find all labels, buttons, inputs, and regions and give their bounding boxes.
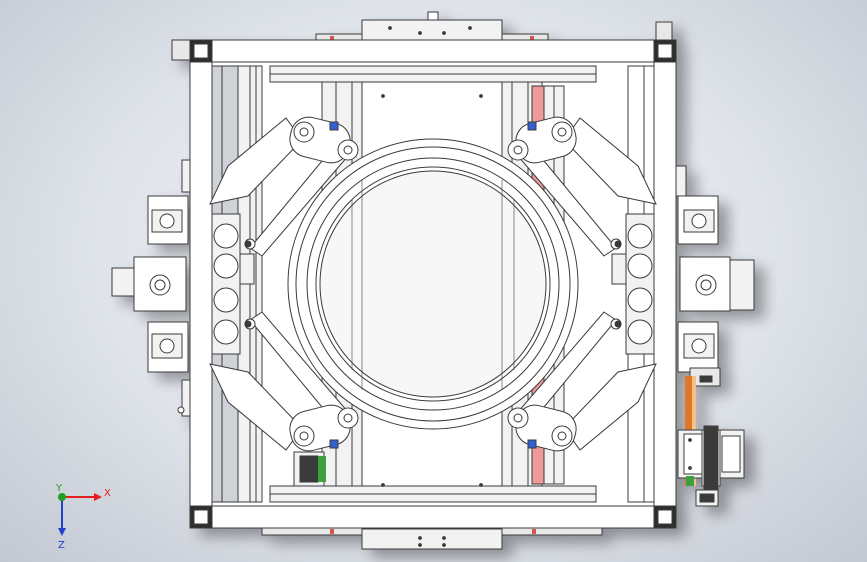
bottom-left-coupling (293, 451, 326, 487)
triad-z-label: Z (58, 540, 65, 551)
triad-y-label: Y (55, 483, 63, 494)
clamp-arm-bottom-left (209, 311, 359, 452)
triad-z-arrowhead (58, 528, 66, 536)
clamp-arm-top-right (507, 116, 657, 257)
clamp-arm-bottom-right (507, 311, 657, 452)
clamp-arm-top-left (209, 116, 359, 257)
machine-assembly (111, 11, 755, 550)
triad-x-label: X (104, 488, 111, 499)
right-side-brackets (655, 21, 755, 373)
red-marker (530, 36, 534, 41)
red-marker (330, 36, 334, 41)
red-marker (532, 529, 536, 534)
triad-x-arrowhead (94, 493, 102, 501)
left-side-brackets (111, 39, 195, 417)
top-mount-plate (315, 11, 549, 43)
coordinate-triad: X Y Z (55, 483, 111, 551)
bottom-mount-plate (261, 526, 603, 550)
right-roller-stack (611, 213, 655, 355)
clamp-ring (287, 138, 579, 430)
horizontal-rails (269, 65, 597, 503)
right-motor-module (677, 367, 745, 507)
red-marker (330, 529, 334, 534)
left-roller-stack (211, 213, 255, 355)
triad-y-axis (58, 493, 66, 501)
